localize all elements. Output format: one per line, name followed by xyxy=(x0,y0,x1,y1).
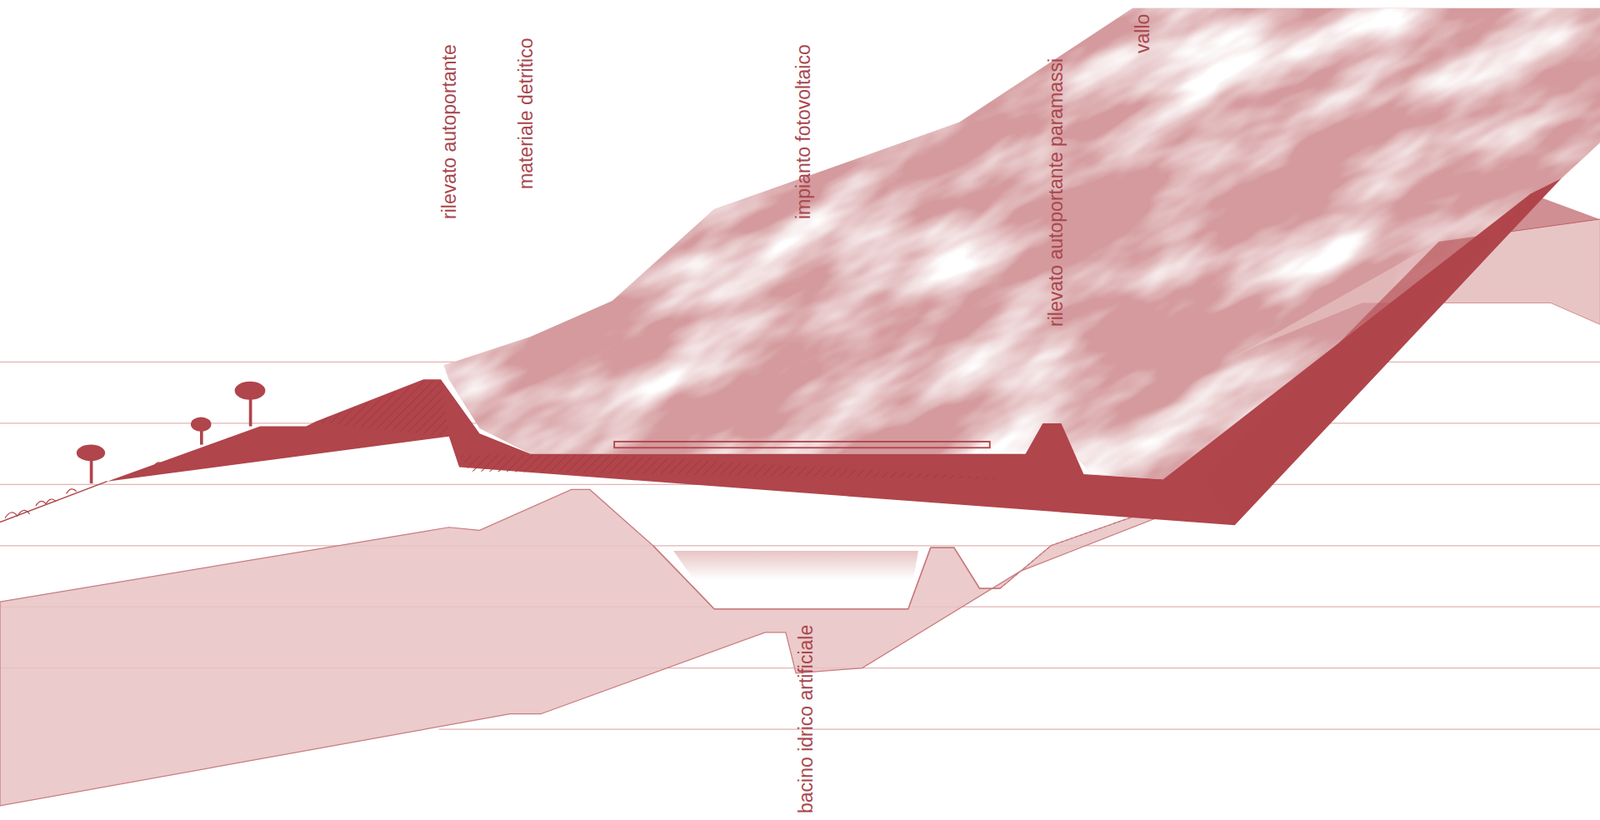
part-label: rilevato autoportante paramassi xyxy=(1045,58,1066,327)
part-label: vallo xyxy=(1132,14,1153,54)
part-label: rilevato autoportante xyxy=(439,44,460,220)
part-label: impianto fotovoltaico xyxy=(793,44,814,220)
part-label: bacino idrico artificiale xyxy=(795,625,816,814)
part-label: materiale detritico xyxy=(515,37,536,190)
